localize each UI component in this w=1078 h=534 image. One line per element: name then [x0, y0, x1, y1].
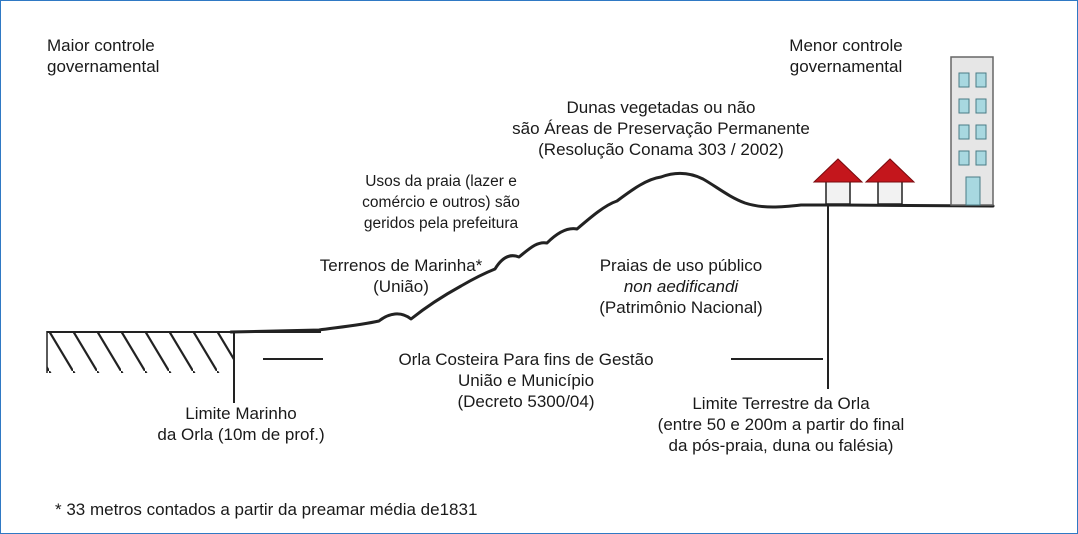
usos-praia-label: Usos da praia (lazer e comércio e outros…	[362, 173, 520, 232]
footnote: * 33 metros contados a partir da preamar…	[55, 500, 478, 519]
limite-terrestre-label: Limite Terrestre da Orla (entre 50 e 200…	[657, 394, 905, 455]
building-icon	[950, 56, 994, 206]
orla-costeira-label: Orla Costeira Para fins de Gestão União …	[398, 350, 654, 411]
house-icon	[864, 158, 916, 205]
dunas-label: Dunas vegetadas ou não são Áreas de Pres…	[512, 98, 810, 159]
house-icon	[812, 158, 864, 205]
limite-marinho-label: Limite Marinho da Orla (10m de prof.)	[157, 404, 325, 444]
menor-controle-label: Menor controle governamental	[789, 36, 903, 76]
maior-controle-label: Maior controle governamental	[47, 36, 160, 76]
terrain-profile	[229, 171, 995, 334]
praias-uso-publico-label: Praias de uso público non aedificandi (P…	[599, 256, 763, 317]
seabed-hatch	[46, 331, 321, 373]
terrenos-marinha-label: Terrenos de Marinha* (União)	[319, 256, 483, 296]
